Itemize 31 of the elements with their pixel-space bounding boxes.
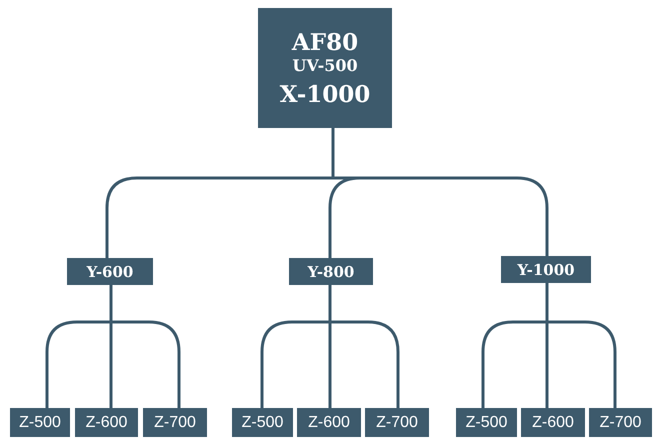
category-box [289, 258, 373, 285]
category-box [501, 256, 591, 283]
item-box [589, 408, 652, 437]
root-box [258, 8, 392, 128]
item-box [143, 408, 207, 437]
connector-line [546, 283, 616, 408]
connector-line [110, 285, 180, 408]
item-box [75, 408, 138, 437]
node-label: X-1000 [280, 80, 370, 108]
node-label: Y-800 [308, 262, 354, 280]
node-label: Z-500 [19, 414, 61, 432]
node-label: Z-600 [86, 414, 128, 432]
connector-line [328, 285, 400, 408]
node-label: Z-600 [532, 414, 574, 432]
item-box [365, 408, 429, 437]
node-label: Z-700 [154, 414, 196, 432]
item-box [456, 408, 517, 437]
node-label: Y-600 [86, 262, 134, 280]
node-label: Z-600 [308, 414, 350, 432]
item-box [297, 408, 361, 437]
node-label: Z-700 [600, 414, 642, 432]
node-label: Z-700 [376, 414, 418, 432]
category-box [67, 258, 153, 285]
node-label: UV-500 [292, 56, 358, 74]
node-label: Z-500 [242, 414, 284, 432]
item-box [521, 408, 585, 437]
node-label: Z-500 [466, 414, 508, 432]
node-label: Y-1000 [517, 260, 575, 278]
item-box [10, 408, 70, 437]
item-box [232, 408, 293, 437]
node-label: AF80 [292, 28, 358, 56]
